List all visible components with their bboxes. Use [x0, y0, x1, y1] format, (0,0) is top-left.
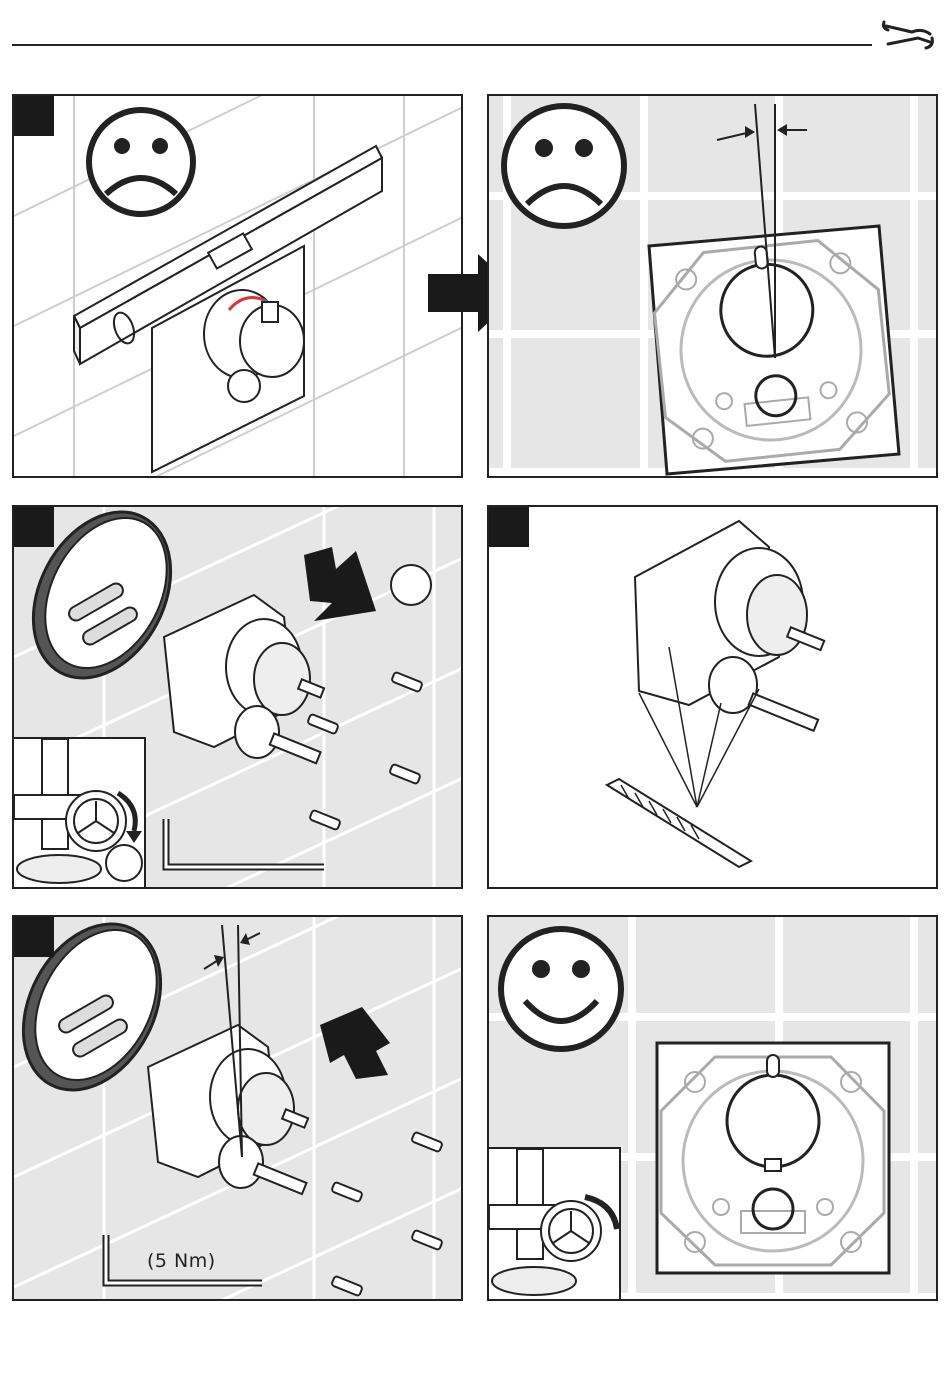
step-badge	[14, 96, 54, 136]
shutoff-inset	[12, 737, 146, 889]
torque-label: (5 Nm)	[147, 1250, 216, 1272]
step-panel-4	[487, 505, 938, 889]
step-badge	[489, 507, 529, 547]
step-panel-6	[487, 915, 938, 1301]
step-panel-1	[12, 94, 463, 478]
step-panel-5	[12, 915, 463, 1301]
shutoff-inset	[487, 1147, 621, 1301]
step-badge	[14, 917, 54, 957]
step-panel-2	[487, 94, 938, 478]
header-rule	[12, 44, 872, 46]
tools-icon	[878, 8, 938, 68]
step-panel-3	[12, 505, 463, 889]
step-badge	[14, 507, 54, 547]
